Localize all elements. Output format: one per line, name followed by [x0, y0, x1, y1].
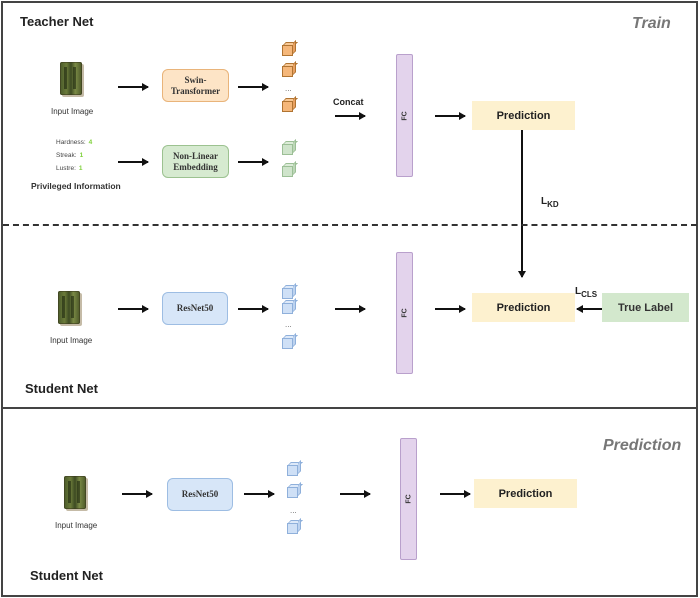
privileged-row-lustre: Lustre:1: [56, 165, 83, 172]
arrow-resnet-to-features: [244, 490, 275, 498]
kd-loss-arrow: [518, 130, 526, 278]
non-linear-embedding-block: Non-Linear Embedding: [162, 145, 229, 178]
privileged-row-streak: Streak:1: [56, 152, 83, 159]
cls-loss-arrow: [576, 305, 602, 313]
resnet-feature-cube: [282, 333, 298, 349]
train-mode-label: Train: [632, 15, 671, 32]
resnet-feature-cube: [282, 283, 298, 299]
arrow-swin-to-features: [238, 83, 269, 91]
teacher-input-image: [60, 62, 82, 95]
feature-ellipsis: ...: [285, 320, 292, 329]
prediction-resnet50-block: ResNet50: [167, 478, 233, 511]
arrow-fc-to-prediction: [440, 490, 471, 498]
arrow-resnet-to-features: [238, 305, 269, 313]
embedding-feature-cube: [282, 161, 298, 177]
arrow-privileged-to-embedding: [118, 158, 149, 166]
teacher-net-title: Teacher Net: [20, 14, 94, 29]
teacher-student-divider: [3, 224, 697, 226]
prediction-mode-label: Prediction: [603, 437, 682, 454]
swin-feature-cube: [282, 96, 298, 112]
privileged-value: 4: [88, 139, 93, 146]
prediction-panel: [1, 407, 698, 597]
prediction-input-label: Input Image: [55, 521, 98, 530]
fc-label: FC: [401, 110, 408, 121]
privileged-value: 1: [78, 165, 83, 172]
loss-subscript: KD: [547, 200, 559, 209]
arrow-image-to-swin: [118, 83, 149, 91]
privileged-row-hardness: Hardness:4: [56, 139, 92, 146]
teacher-input-label: Input Image: [51, 107, 94, 116]
embedding-feature-cube: [282, 139, 298, 155]
true-label-box: True Label: [602, 293, 689, 322]
privileged-key: Hardness:: [56, 139, 86, 146]
loss-subscript: CLS: [581, 290, 598, 299]
student-net-title: Student Net: [25, 381, 98, 396]
kd-loss-label: LKD: [541, 196, 559, 209]
swin-feature-cube: [282, 40, 298, 56]
privileged-key: Streak:: [56, 152, 77, 159]
cls-loss-label: LCLS: [575, 286, 597, 299]
feature-ellipsis: ...: [285, 84, 292, 93]
train-panel: [1, 1, 698, 409]
fc-label: FC: [405, 494, 412, 504]
arrow-features-to-fc: [335, 305, 366, 313]
fc-label: FC: [401, 308, 408, 318]
teacher-fc-layer: FC: [396, 54, 413, 177]
resnet50-block: ResNet50: [162, 292, 228, 325]
resnet-feature-cube: [287, 460, 303, 476]
resnet-feature-cube: [282, 298, 298, 314]
resnet-feature-cube: [287, 518, 303, 534]
student-input-image: [58, 291, 80, 324]
privileged-key: Lustre:: [56, 165, 76, 172]
arrow-image-to-resnet: [118, 305, 149, 313]
arrow-image-to-resnet: [122, 490, 153, 498]
arrow-embedding-to-features: [238, 158, 269, 166]
prediction-input-image: [64, 476, 86, 509]
arrow-fc-to-prediction: [435, 305, 466, 313]
feature-ellipsis: ...: [290, 506, 297, 515]
prediction-output-box: Prediction: [474, 479, 577, 508]
arrow-fc-to-prediction: [435, 112, 466, 120]
concat-label: Concat: [333, 97, 364, 107]
teacher-prediction-box: Prediction: [472, 101, 575, 130]
prediction-student-net-title: Student Net: [30, 568, 103, 583]
arrow-concat-to-fc: [335, 112, 366, 120]
resnet-feature-cube: [287, 482, 303, 498]
swin-transformer-block: Swin-Transformer: [162, 69, 229, 102]
student-fc-layer: FC: [396, 252, 413, 374]
prediction-fc-layer: FC: [400, 438, 417, 560]
privileged-info-title: Privileged Information: [31, 181, 121, 191]
loss-symbol: L: [575, 286, 582, 297]
privileged-value: 1: [79, 152, 84, 159]
arrow-features-to-fc: [340, 490, 371, 498]
swin-feature-cube: [282, 61, 298, 77]
student-prediction-box: Prediction: [472, 293, 575, 322]
student-input-label: Input Image: [50, 336, 93, 345]
loss-symbol: L: [541, 196, 548, 207]
